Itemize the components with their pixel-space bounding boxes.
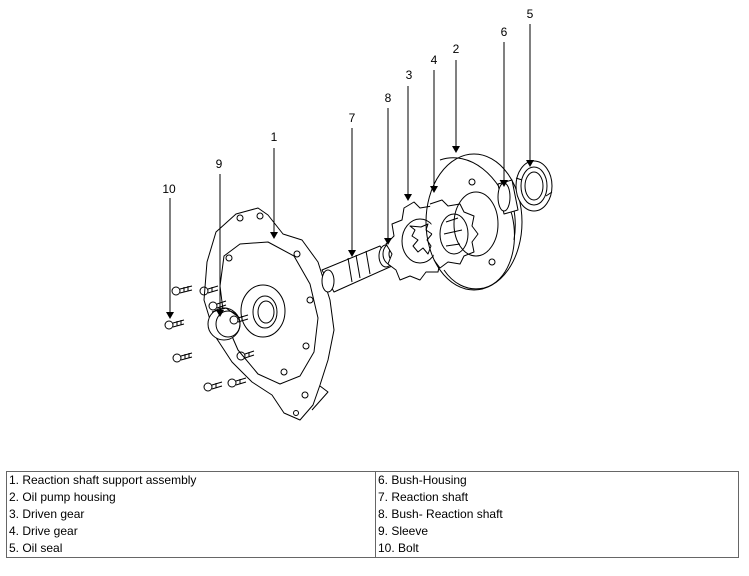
legend-item: 7. Reaction shaft: [375, 489, 739, 506]
bush-housing: [497, 179, 519, 215]
callout-5: 5: [527, 7, 534, 21]
callout-4: 4: [431, 53, 438, 67]
oil-pump-exploded-diagram: 1 2 3 4 5 6 7 8 9 10: [162, 7, 553, 421]
legend-item: 10. Bolt: [375, 540, 739, 558]
legend-row: 4. Drive gear 9. Sleeve: [6, 523, 739, 540]
callout-8: 8: [385, 91, 392, 105]
legend-item: 3. Driven gear: [6, 506, 376, 523]
bolt: [171, 285, 193, 296]
callout-10: 10: [162, 182, 176, 196]
reaction-shaft: [321, 244, 394, 293]
callout-1: 1: [271, 130, 278, 144]
legend-item: 8. Bush- Reaction shaft: [375, 506, 739, 523]
callout-9: 9: [216, 157, 223, 171]
legend-item: 2. Oil pump housing: [6, 489, 376, 506]
legend-row: 5. Oil seal 10. Bolt: [6, 540, 739, 558]
bolts: [164, 285, 255, 392]
callout-6: 6: [501, 25, 508, 39]
legend-item: 6. Bush-Housing: [375, 471, 739, 489]
bolt: [236, 350, 255, 361]
callout-2: 2: [453, 42, 460, 56]
bolt: [229, 314, 249, 325]
parts-legend-table: 1. Reaction shaft support assembly 6. Bu…: [6, 471, 739, 558]
drive-gear: [429, 199, 479, 269]
oil-seal: [515, 160, 553, 212]
bolt: [164, 319, 185, 330]
bolt: [199, 285, 219, 296]
legend-row: 3. Driven gear 8. Bush- Reaction shaft: [6, 506, 739, 523]
leader-lines: [166, 24, 534, 319]
callout-3: 3: [406, 68, 413, 82]
bolt: [172, 352, 193, 363]
legend-row: 1. Reaction shaft support assembly 6. Bu…: [6, 471, 739, 489]
callout-7: 7: [349, 111, 356, 125]
bolt: [203, 381, 223, 392]
legend-item: 9. Sleeve: [375, 523, 739, 540]
bolt: [227, 377, 247, 388]
bolt: [208, 300, 227, 311]
legend-item: 1. Reaction shaft support assembly: [6, 471, 376, 489]
legend-item: 4. Drive gear: [6, 523, 376, 540]
legend-item: 5. Oil seal: [6, 540, 376, 558]
legend-row: 2. Oil pump housing 7. Reaction shaft: [6, 489, 739, 506]
